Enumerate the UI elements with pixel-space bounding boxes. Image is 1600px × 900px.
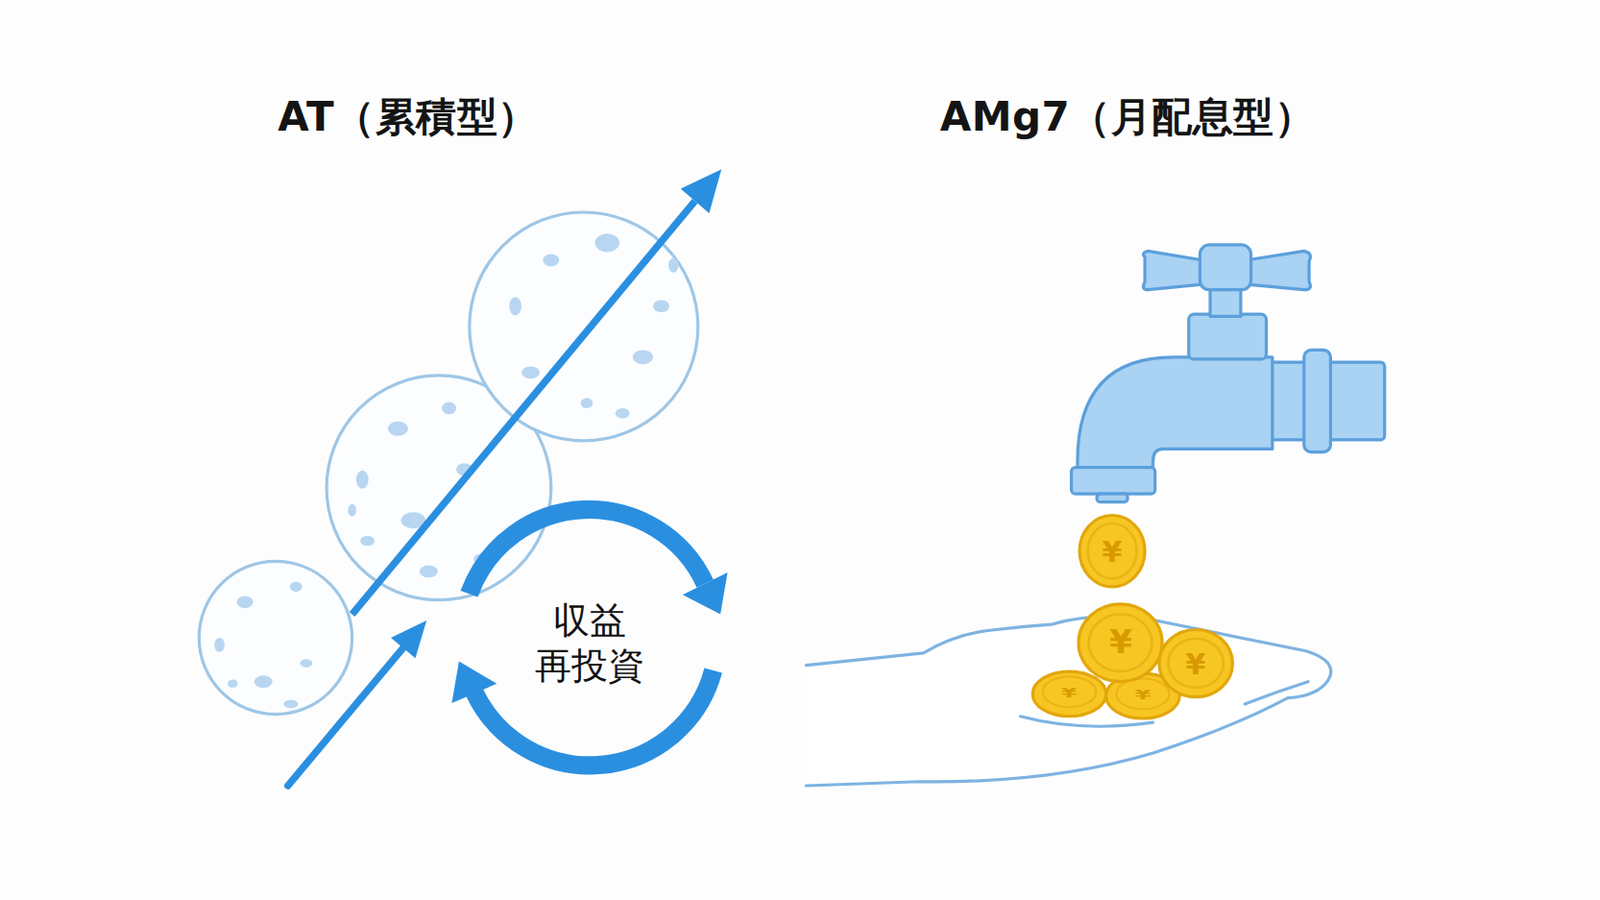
spot <box>542 254 559 267</box>
growth-arrow-line <box>352 200 696 614</box>
spot <box>237 595 254 608</box>
spot <box>441 402 457 415</box>
cycle-arrow-arc <box>469 509 706 595</box>
coin-rim <box>1089 614 1153 672</box>
coin <box>1078 604 1163 682</box>
coin <box>1032 671 1106 717</box>
faucet-tip <box>1096 493 1128 502</box>
spot <box>299 658 313 667</box>
spot <box>283 700 298 708</box>
faucet-body <box>1188 314 1267 360</box>
spot <box>214 637 225 653</box>
coin <box>1159 629 1233 697</box>
spot <box>227 679 239 688</box>
spot <box>632 349 654 364</box>
coin-rim <box>1088 523 1138 579</box>
spot <box>594 233 619 252</box>
spot <box>419 565 438 579</box>
arrow-head <box>682 572 728 615</box>
coin-rim <box>1115 678 1169 709</box>
growth-arrows <box>288 169 723 786</box>
coin-symbol: ¥ <box>1186 648 1207 680</box>
snowball-small <box>198 560 352 714</box>
growth-arrow-line <box>288 648 404 786</box>
faucet-spout <box>1077 357 1273 472</box>
hand-outline <box>805 616 1331 786</box>
spot <box>347 504 356 517</box>
faucet-handle-cap <box>1199 244 1251 291</box>
cycle-arrow-group <box>469 509 714 766</box>
hand <box>805 616 1331 786</box>
spot <box>581 397 594 409</box>
section-heading: AT（累積型） <box>277 95 538 140</box>
finger-line <box>1244 681 1309 704</box>
spot <box>509 296 522 316</box>
spot <box>521 365 540 379</box>
spot <box>360 535 375 547</box>
spot <box>356 470 369 489</box>
faucet-flange <box>1304 349 1332 452</box>
arrow-head <box>451 660 497 704</box>
spot <box>668 258 679 273</box>
coin-symbol: ¥ <box>1109 624 1133 660</box>
coin <box>1079 514 1145 586</box>
coin-rim <box>1042 676 1096 707</box>
spot <box>290 581 303 593</box>
arrow-head <box>390 620 427 658</box>
coin-rim <box>1168 638 1224 688</box>
spot <box>653 299 670 313</box>
faucet-nozzle <box>1071 467 1156 495</box>
snowball-large <box>469 212 699 441</box>
coin-symbol: ¥ <box>1135 686 1152 703</box>
coin-symbol: ¥ <box>1061 684 1078 701</box>
spot <box>254 675 273 688</box>
cycle-label: 収益 再投資 <box>517 598 662 690</box>
arrow-head <box>680 169 722 214</box>
section-heading: AMg7（月配息型） <box>940 95 1316 140</box>
coin-symbol: ¥ <box>1102 535 1123 568</box>
coins <box>1032 514 1233 718</box>
spot <box>387 421 409 437</box>
spot <box>615 408 631 419</box>
reinvest-cycle: 収益 再投資 <box>436 484 744 792</box>
faucet <box>1071 244 1385 503</box>
